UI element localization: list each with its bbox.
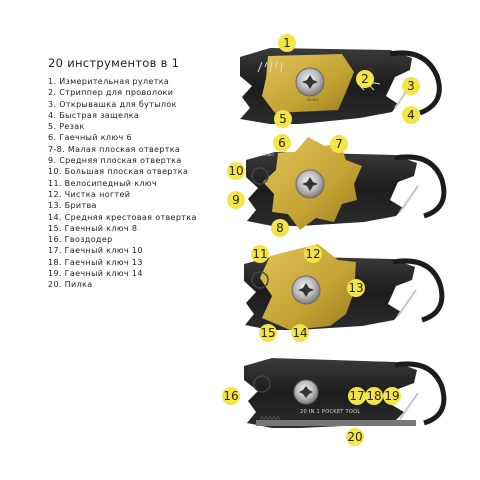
tool-list: 20 инструментов в 1 1. Измерительная рул… [48, 56, 228, 291]
tool-list-item: 12. Чистка ногтей [48, 189, 131, 199]
marker: 8 [271, 219, 289, 237]
tool-list-item: 11. Велосипедный ключ [48, 178, 158, 188]
tool-list-title: 20 инструментов в 1 [48, 56, 180, 70]
markers-panel-4: 16 17 18 19 20 [222, 387, 401, 446]
svg-text:14: 14 [292, 326, 307, 340]
tool-panel-3 [244, 244, 445, 330]
pocket-tool-label: 20 IN 1 POCKET TOOL [300, 409, 360, 415]
tool-list-item: 14. Средняя крестовая отвертка [48, 212, 197, 222]
saw-blade [256, 420, 416, 426]
tool-list-item: 17. Гаечный ключ 10 [48, 246, 143, 256]
marker: 7 [330, 135, 348, 153]
torx-icon [299, 386, 313, 398]
svg-text:8: 8 [276, 221, 284, 235]
tool-list-item: 10. Большая плоская отвертка [48, 167, 189, 177]
svg-text:18: 18 [366, 389, 381, 403]
marker: 15 [259, 324, 277, 342]
svg-text:7: 7 [335, 137, 343, 151]
svg-text:4: 4 [407, 108, 415, 122]
brand-label: MUNIO [307, 98, 319, 102]
tool-list-item: 15. Гаечный ключ 8 [48, 223, 138, 233]
tool-list-item: 2. Стриппер для проволоки [48, 88, 174, 98]
marker: 14 [291, 324, 309, 342]
svg-text:11: 11 [252, 247, 267, 261]
brand-label: MUNIO [262, 153, 274, 157]
tool-list-item: 6. Гаечный ключ 6 [48, 133, 132, 143]
svg-text:12: 12 [305, 247, 320, 261]
tool-list-item: 20. Пилка [48, 280, 93, 290]
svg-text:2: 2 [361, 72, 369, 86]
tool-list-item: 19. Гаечный ключ 14 [48, 269, 143, 279]
svg-text:9: 9 [232, 193, 240, 207]
marker: 3 [402, 77, 420, 95]
marker: 17 [348, 387, 366, 405]
carabiner-loop [389, 50, 442, 116]
tool-list-item: 3. Открывашка для бутылок [48, 99, 177, 109]
tool-list-item: 16. Гвоздодер [48, 235, 113, 245]
tool-list-item: 4. Быстрая защелка [48, 110, 140, 120]
marker: 10 [227, 162, 245, 180]
marker: 12 [304, 245, 322, 263]
marker: 5 [274, 110, 292, 128]
svg-text:15: 15 [260, 326, 275, 340]
svg-text:5: 5 [279, 112, 287, 126]
svg-text:19: 19 [384, 389, 399, 403]
svg-text:16: 16 [223, 389, 238, 403]
tool-panel-2: MUNIO [246, 137, 447, 230]
markers-panel-2: 6 7 10 9 8 [227, 134, 348, 237]
marker: 16 [222, 387, 240, 405]
marker: 2 [356, 70, 374, 88]
marker: 20 [346, 428, 364, 446]
tool-list-item: 7-8. Малая плоская отвертка [48, 144, 181, 154]
carabiner-gate [399, 392, 419, 420]
marker: 4 [402, 106, 420, 124]
torx-icon [302, 177, 318, 191]
marker: 19 [383, 387, 401, 405]
markers-panel-1: 1 2 3 4 5 [274, 34, 420, 128]
tool-list-items: 1. Измерительная рулетка 2. Стриппер для … [48, 76, 228, 291]
carabiner-loop [392, 258, 445, 323]
tool-body [244, 358, 417, 428]
marker: 6 [273, 134, 291, 152]
tool-list-item: 5. Резак [48, 122, 85, 132]
svg-text:3: 3 [407, 79, 415, 93]
tool-list-item: 9. Средняя плоская отвертка [48, 156, 182, 166]
tool-panel-4: 20 IN 1 POCKET TOOL [244, 358, 447, 428]
marker: 1 [278, 34, 296, 52]
carabiner-loop [394, 154, 447, 219]
marker: 9 [227, 191, 245, 209]
svg-text:20: 20 [347, 430, 362, 444]
carabiner-loop [394, 361, 447, 426]
marker: 18 [365, 387, 383, 405]
svg-text:13: 13 [348, 281, 363, 295]
marker: 11 [251, 245, 269, 263]
carabiner-gate [397, 289, 417, 317]
carabiner-gate [399, 185, 419, 213]
markers-panel-3: 11 12 13 15 14 [251, 245, 365, 342]
svg-text:17: 17 [349, 389, 364, 403]
marker: 13 [347, 279, 365, 297]
tool-list-item: 13. Бритва [48, 201, 97, 211]
torx-icon [302, 75, 318, 89]
svg-text:10: 10 [228, 164, 243, 178]
torx-icon [298, 283, 314, 297]
svg-text:6: 6 [278, 136, 286, 150]
tool-list-item: 1. Измерительная рулетка [48, 77, 170, 86]
svg-text:1: 1 [283, 36, 291, 50]
tool-panel-1: MUNIO [240, 48, 442, 124]
tool-list-item: 18. Гаечный ключ 13 [48, 257, 143, 267]
